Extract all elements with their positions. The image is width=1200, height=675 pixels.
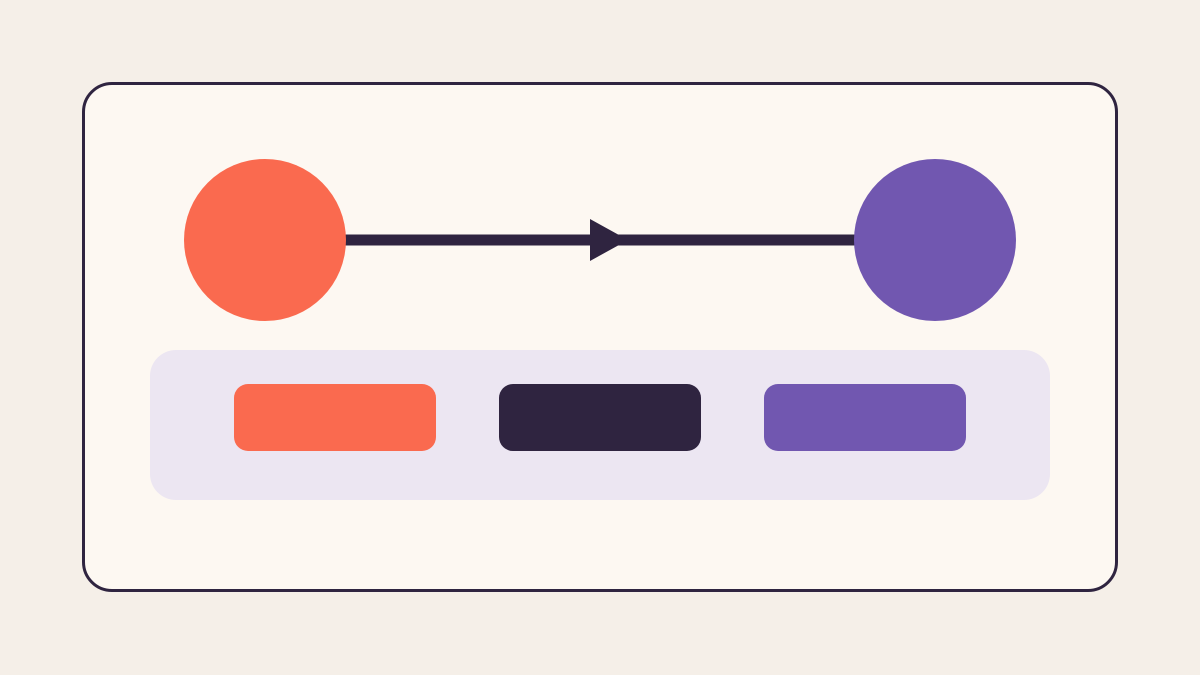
pill-violet [764, 384, 966, 451]
target-node [854, 159, 1016, 321]
diagram-card [82, 82, 1118, 592]
pill-coral [234, 384, 436, 451]
source-node [184, 159, 346, 321]
pill-dark [499, 384, 701, 451]
